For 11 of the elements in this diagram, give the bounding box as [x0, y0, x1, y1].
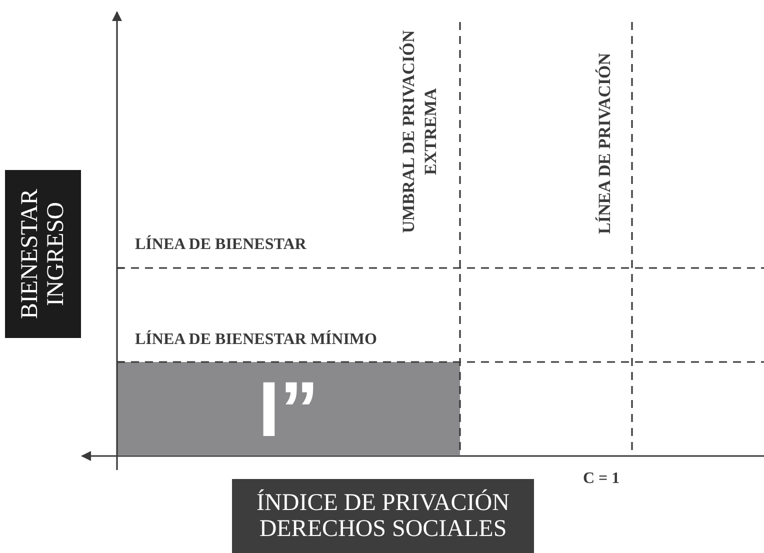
- axis-title: BIENESTAR INGRESO: [17, 188, 69, 322]
- threshold-label: LÍNEA DE PRIVACIÓN: [594, 51, 615, 236]
- axis-title-box: [232, 479, 534, 553]
- region-symbol: I”: [257, 368, 320, 448]
- threshold-label: LÍNEA DE BIENESTAR: [135, 236, 306, 253]
- axis-title: ÍNDICE DE PRIVACIÓN DERECHOS SOCIALES: [256, 490, 510, 542]
- value-label: C = 1: [583, 470, 620, 487]
- threshold-label: UMBRAL DE PRIVACIÓN EXTREMA: [398, 30, 441, 236]
- shaded-region: [117, 362, 460, 455]
- axis-title-box: [5, 170, 81, 338]
- threshold-label: LÍNEA DE BIENESTAR MÍNIMO: [135, 331, 377, 348]
